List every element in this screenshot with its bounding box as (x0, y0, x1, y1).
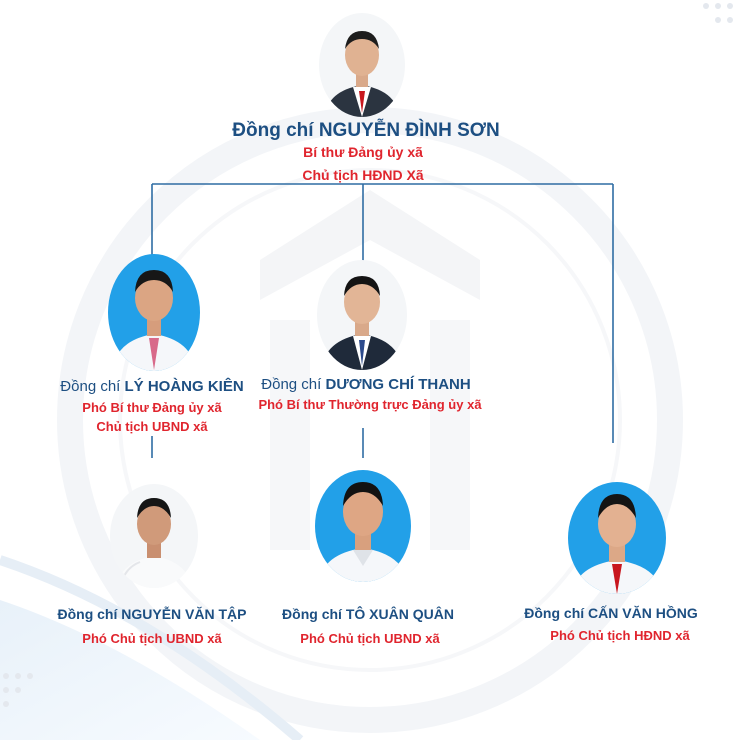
bottom-middle-person-role: Phó Chủ tịch UBND xã (300, 631, 440, 646)
middle-person-fullname: DƯƠNG CHÍ THANH (325, 376, 471, 393)
left-person-role-2: Chủ tịch UBND xã (96, 419, 208, 434)
watermark-inner-ring (118, 168, 622, 672)
left-person-name: Đồng chí LÝ HOÀNG KIÊN (60, 378, 243, 395)
bottom-middle-person-name: Đồng chí TÔ XUÂN QUÂN (282, 606, 454, 622)
left-person-label: Đồng chí (60, 378, 125, 395)
bottom-right-person-name: Đồng chí CẤN VĂN HỒNG (524, 605, 698, 621)
portrait-left (108, 254, 200, 371)
left-person-fullname: LÝ HOÀNG KIÊN (124, 378, 244, 395)
top-person-role-1: Bí thư Đảng ủy xã (303, 144, 423, 160)
portrait-bottom-middle (315, 470, 411, 582)
bottom-left-person-name: Đồng chí NGUYỄN VĂN TẬP (57, 606, 247, 622)
watermark-emblem (260, 190, 480, 300)
watermark-ring (57, 107, 683, 733)
portrait-bottom-right (568, 482, 666, 594)
corner-swoosh (0, 600, 260, 740)
portrait-top (319, 13, 405, 117)
top-person-role-2: Chủ tịch HĐND Xã (302, 167, 424, 183)
middle-person-role-1: Phó Bí thư Thường trực Đảng ủy xã (258, 397, 482, 412)
corner-dots (3, 3, 733, 707)
watermark-pillar-left (270, 320, 310, 550)
bottom-right-person-role: Phó Chủ tịch HĐND xã (550, 628, 690, 643)
portrait-bottom-left (110, 484, 198, 588)
corner-swoosh-line (0, 555, 304, 740)
middle-person-name: Đồng chí DƯƠNG CHÍ THANH (261, 376, 470, 393)
top-person-name: Đồng chí NGUYỄN ĐÌNH SƠN (232, 120, 500, 141)
portrait-middle (317, 260, 407, 370)
bottom-left-person-role: Phó Chủ tịch UBND xã (82, 631, 222, 646)
watermark-pillar-right (430, 320, 470, 550)
middle-person-label: Đồng chí (261, 376, 326, 393)
left-person-role-1: Phó Bí thư Đảng ủy xã (82, 400, 222, 415)
